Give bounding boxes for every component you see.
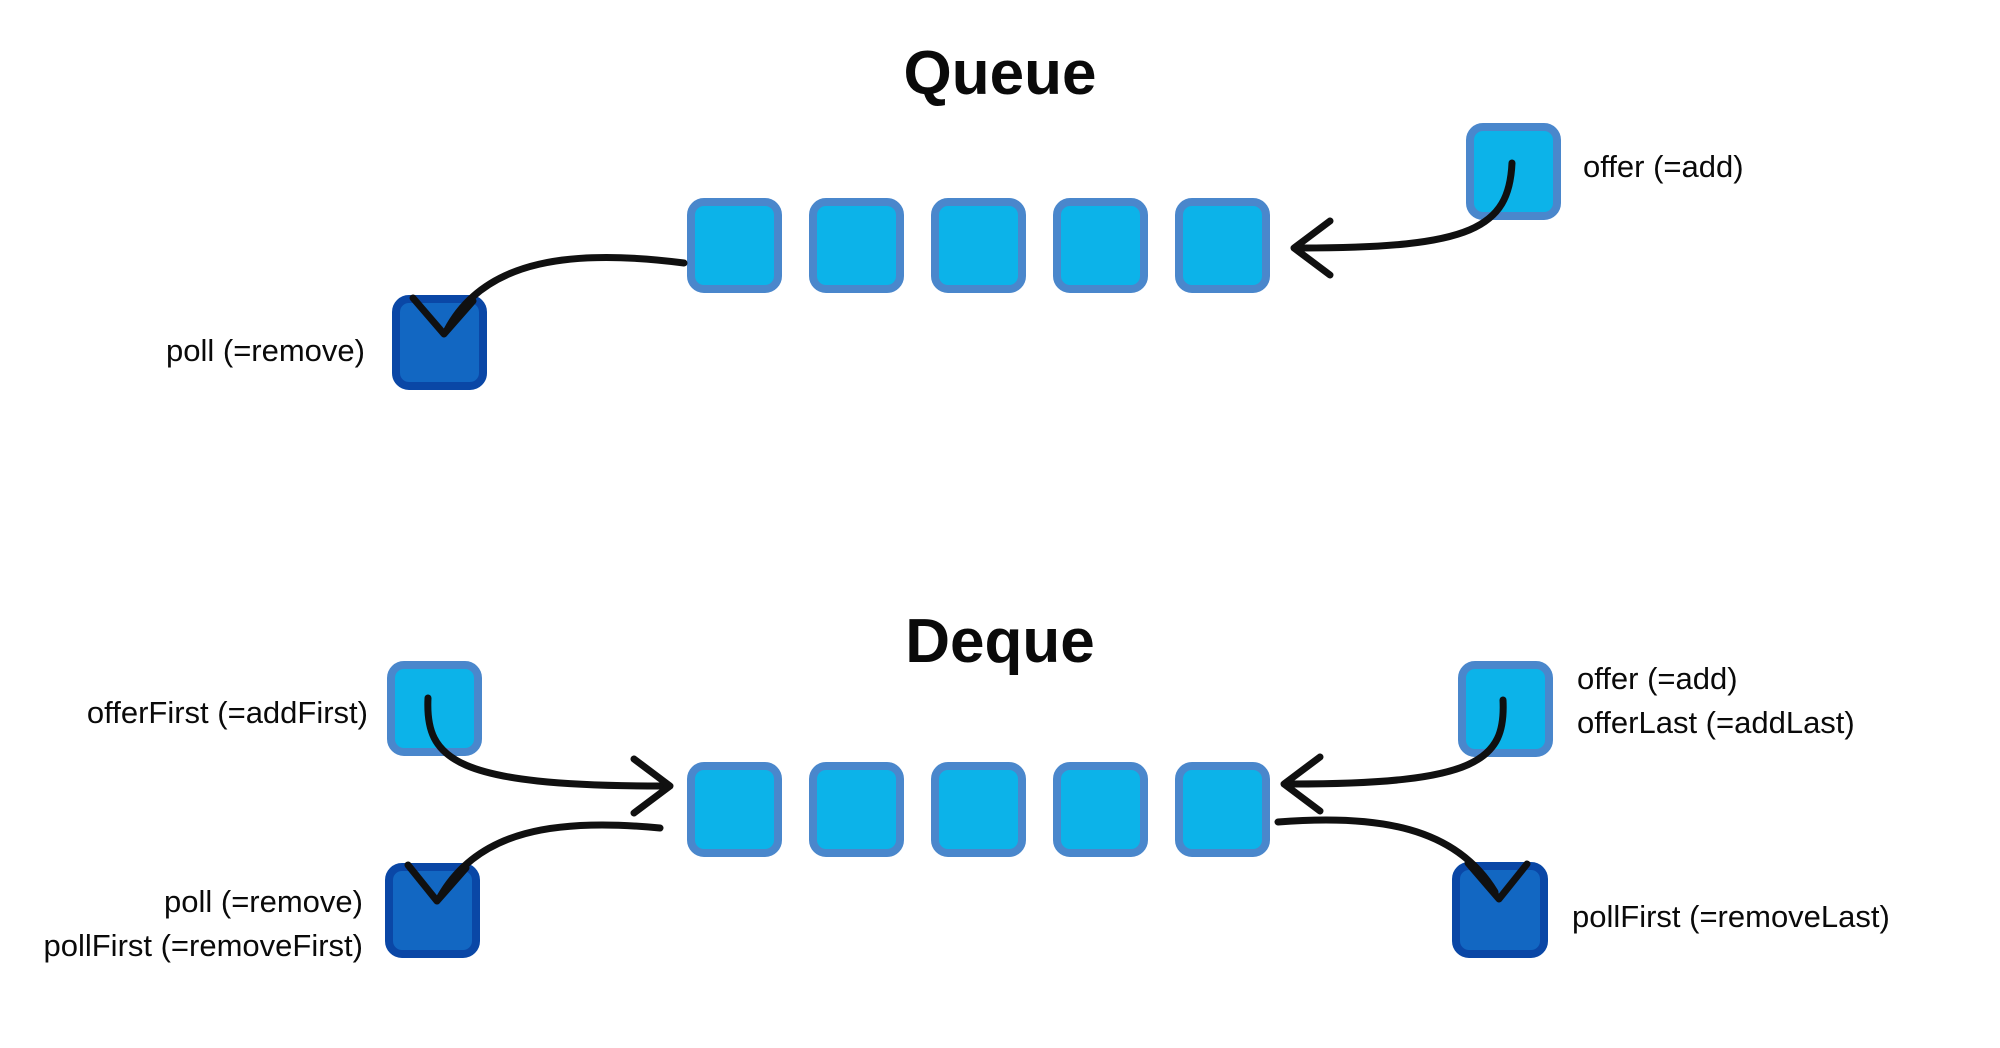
deque-cell bbox=[809, 762, 904, 857]
queue-cell bbox=[1175, 198, 1270, 293]
deque-cell-row bbox=[687, 762, 1270, 857]
deque-cell bbox=[1175, 762, 1270, 857]
deque-offer-first-label: offerFirst (=addFirst) bbox=[86, 695, 368, 730]
deque-cell bbox=[687, 762, 782, 857]
queue-cell bbox=[687, 198, 782, 293]
deque-offer-last-box bbox=[1458, 661, 1553, 757]
queue-title: Queue bbox=[903, 39, 1097, 108]
deque-poll-left-box bbox=[385, 863, 480, 958]
deque-offer-first-box bbox=[387, 661, 482, 756]
arrowhead-right-icon bbox=[630, 755, 674, 817]
queue-cell bbox=[809, 198, 904, 293]
queue-cell bbox=[931, 198, 1026, 293]
deque-cell bbox=[931, 762, 1026, 857]
deque-cell bbox=[1053, 762, 1148, 857]
deque-poll-right-label: pollFirst (=removeLast) bbox=[1572, 899, 1890, 934]
arrowhead-left-icon bbox=[1280, 753, 1324, 815]
deque-poll-first-label: pollFirst (=removeFirst) bbox=[43, 928, 363, 963]
deque-poll-left-label-block: poll (=remove) pollFirst (=removeFirst) bbox=[43, 880, 363, 968]
queue-cell bbox=[1053, 198, 1148, 293]
deque-poll-right-box bbox=[1452, 862, 1548, 958]
deque-poll-label: poll (=remove) bbox=[164, 884, 363, 919]
deque-offer-label-block: offer (=add) offerLast (=addLast) bbox=[1577, 657, 1855, 745]
queue-poll-label: poll (=remove) bbox=[166, 333, 365, 368]
queue-cell-row bbox=[687, 198, 1270, 293]
queue-offer-label: offer (=add) bbox=[1583, 149, 1744, 184]
queue-offer-box bbox=[1466, 123, 1561, 220]
deque-offer-last-label: offerLast (=addLast) bbox=[1577, 705, 1855, 740]
deque-title: Deque bbox=[905, 607, 1095, 676]
arrowhead-left-icon bbox=[1290, 217, 1334, 279]
deque-offer-label: offer (=add) bbox=[1577, 661, 1738, 696]
queue-poll-box bbox=[392, 295, 487, 390]
